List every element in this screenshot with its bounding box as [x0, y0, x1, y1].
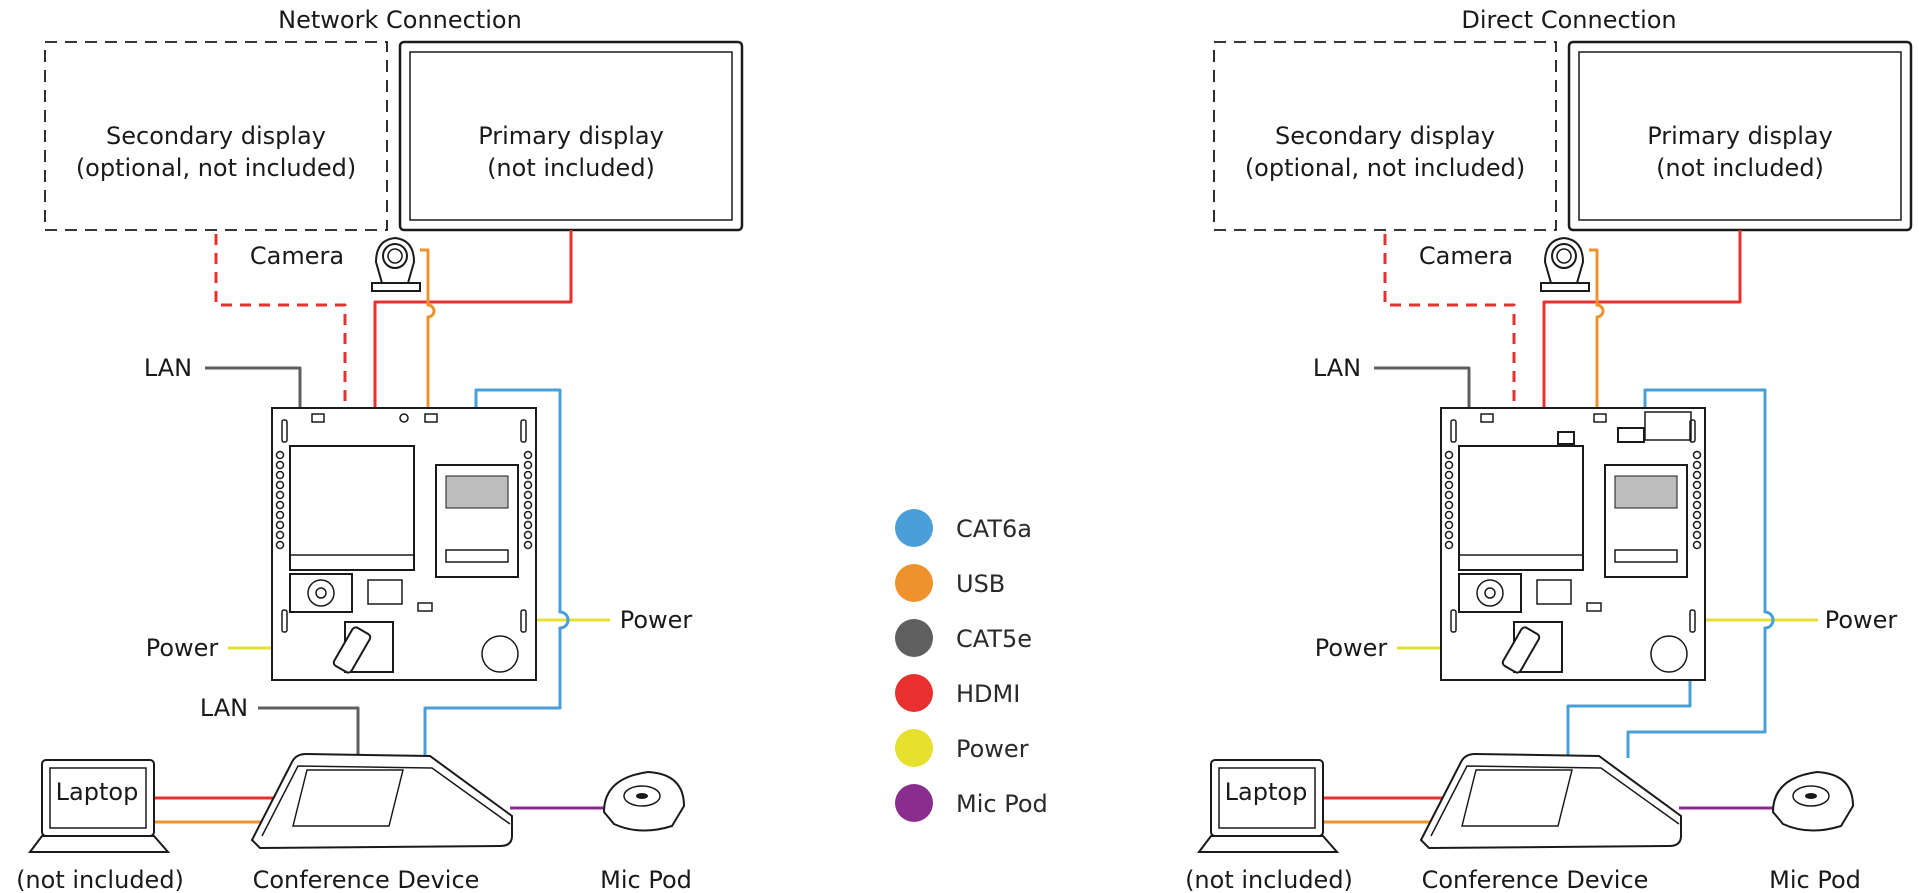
conference-device-label: Conference Device — [253, 866, 480, 893]
legend-label: CAT5e — [956, 625, 1032, 653]
usb-cable-camera — [420, 248, 510, 630]
legend-swatch — [895, 729, 933, 767]
legend-label: CAT6a — [956, 515, 1032, 543]
legend-swatch — [895, 509, 933, 547]
diagram-title: Network Connection — [278, 6, 522, 34]
legend: CAT6a USB CAT5e HDMI Power Mic Pod — [895, 509, 1048, 822]
legend-label: Mic Pod — [956, 790, 1048, 818]
laptop — [1197, 759, 1340, 853]
mic-pod — [1771, 770, 1855, 832]
hdmi-cable-primary — [1542, 230, 1742, 420]
legend-item: Mic Pod — [895, 784, 1048, 822]
poe-injector — [1557, 427, 1645, 445]
cat6a-cable — [423, 388, 570, 765]
fan-unit — [1458, 573, 1572, 613]
laptop-label: Laptop — [56, 778, 139, 806]
lan-cable-top — [205, 366, 302, 420]
secondary-display — [44, 41, 388, 231]
primary-display-note: (not included) — [1656, 154, 1824, 182]
computer-unit — [1458, 445, 1584, 571]
legend-item: CAT5e — [895, 619, 1032, 657]
power-label-right: Power — [620, 606, 693, 634]
hdmi-cable-secondary — [1383, 234, 1516, 420]
lan-cable-bottom — [258, 706, 360, 755]
mic-pod — [602, 770, 686, 832]
secondary-display — [1213, 41, 1557, 231]
conference-device — [250, 752, 513, 850]
direct-connection-diagram: Direct Connection Secondary display (opt… — [1185, 6, 1913, 893]
usb-cable-camera — [1589, 248, 1679, 630]
camera-label: Camera — [1419, 242, 1513, 270]
laptop-label: Laptop — [1225, 778, 1308, 806]
power-label-left: Power — [1315, 634, 1388, 662]
mic-pod-label: Mic Pod — [1769, 866, 1861, 893]
mic-pod-label: Mic Pod — [600, 866, 692, 893]
fan-unit — [289, 573, 403, 613]
network-connection-diagram: Network Connection Secondary display (op… — [16, 6, 744, 893]
legend-swatch — [895, 564, 933, 602]
power-supply — [332, 621, 394, 674]
legend-item: HDMI — [895, 674, 1020, 712]
legend-swatch — [895, 674, 933, 712]
secondary-display-note: (optional, not included) — [1245, 154, 1525, 182]
primary-display-note: (not included) — [487, 154, 655, 182]
legend-label: HDMI — [956, 680, 1020, 708]
power-supply — [1501, 621, 1563, 674]
hdmi-cable-primary — [373, 230, 573, 420]
secondary-display-label: Secondary display — [1275, 122, 1495, 150]
legend-item: CAT6a — [895, 509, 1032, 547]
plate-holes-right — [1692, 450, 1702, 550]
secondary-display-label: Secondary display — [106, 122, 326, 150]
lan-label-bottom: LAN — [200, 694, 248, 722]
hdmi-cable-secondary — [214, 234, 347, 420]
secondary-display-note: (optional, not included) — [76, 154, 356, 182]
legend-swatch — [895, 784, 933, 822]
camera — [1540, 236, 1590, 292]
legend-item: Power — [895, 729, 1029, 767]
lan-cable-top — [1374, 366, 1471, 420]
conference-device — [1419, 752, 1682, 850]
computer-unit — [289, 445, 415, 571]
legend-label: USB — [956, 570, 1005, 598]
plate-holes-left — [275, 450, 285, 550]
plate-holes-right — [523, 450, 533, 550]
conference-device-label: Conference Device — [1422, 866, 1649, 893]
transmitter-unit — [1604, 464, 1688, 578]
laptop-note: (not included) — [1185, 866, 1353, 893]
primary-display-label: Primary display — [1647, 122, 1833, 150]
primary-display-label: Primary display — [478, 122, 664, 150]
diagram-title: Direct Connection — [1461, 6, 1676, 34]
laptop — [28, 759, 171, 853]
power-label-left: Power — [146, 634, 219, 662]
laptop-note: (not included) — [16, 866, 184, 893]
camera — [371, 236, 421, 292]
legend-swatch — [895, 619, 933, 657]
plate-holes-left — [1444, 450, 1454, 550]
cat6a-cable-outer — [1626, 388, 1775, 758]
lan-label-top: LAN — [1313, 354, 1361, 382]
lan-label-top: LAN — [144, 354, 192, 382]
legend-label: Power — [956, 735, 1029, 763]
camera-label: Camera — [250, 242, 344, 270]
transmitter-unit — [435, 464, 519, 578]
legend-item: USB — [895, 564, 1005, 602]
power-label-right: Power — [1825, 606, 1898, 634]
